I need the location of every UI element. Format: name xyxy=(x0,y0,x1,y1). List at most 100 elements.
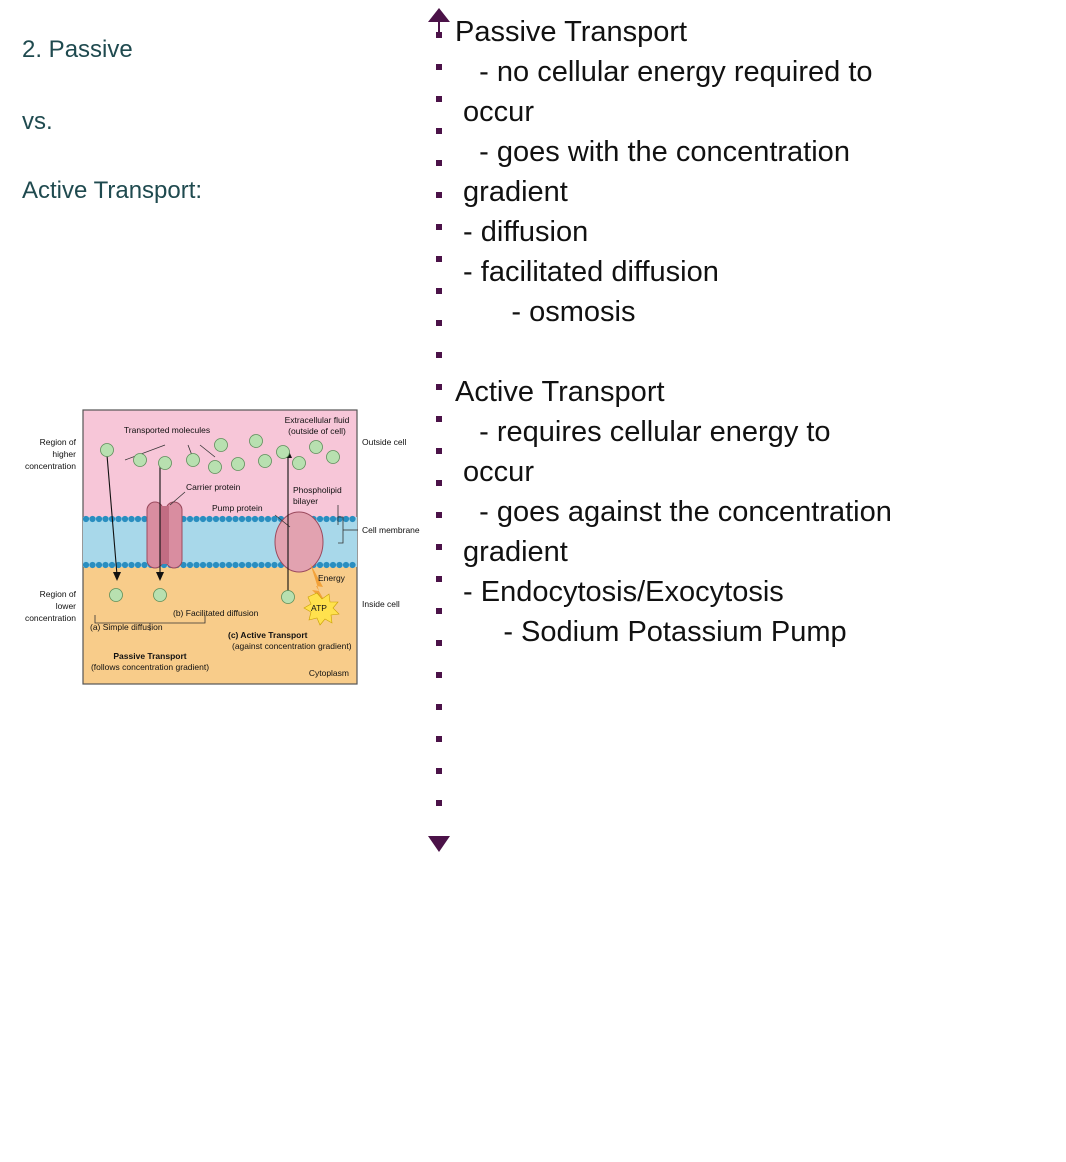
label-region-higher: Region of xyxy=(40,437,77,447)
phospholipid-head xyxy=(212,515,220,523)
phospholipid-head xyxy=(134,515,142,523)
phospholipid-head xyxy=(271,561,278,569)
phospholipid-head xyxy=(225,515,233,523)
molecule xyxy=(249,434,263,448)
text-line: - Endocytosis/Exocytosis xyxy=(455,576,784,608)
phospholipid-head xyxy=(238,561,246,569)
label-extracellular-fluid-sub: (outside of cell) xyxy=(288,426,346,436)
molecule xyxy=(276,445,290,459)
text-line: - goes with the concentration xyxy=(455,136,850,168)
phospholipid-head xyxy=(245,515,252,523)
phospholipid-head xyxy=(186,515,194,523)
text-line: Passive Transport xyxy=(455,16,688,48)
phospholipid-head xyxy=(115,561,122,569)
transported-molecules xyxy=(100,434,340,604)
title-passive: 2. Passive xyxy=(22,36,133,63)
divider-dot xyxy=(436,480,442,486)
molecule xyxy=(281,590,295,604)
label-phospholipid: bilayer xyxy=(293,496,318,506)
divider-dot xyxy=(436,416,442,422)
arrow-up-icon xyxy=(428,8,450,22)
phospholipid-head xyxy=(121,515,129,523)
divider-dot xyxy=(436,800,442,806)
phospholipid-head xyxy=(258,515,265,523)
text-line: - osmosis xyxy=(455,296,636,328)
text-line xyxy=(455,332,1055,372)
phospholipid-head xyxy=(89,515,96,523)
molecule xyxy=(186,453,200,467)
molecule xyxy=(208,460,222,474)
label-extracellular-fluid: Extracellular fluid xyxy=(285,415,350,425)
molecule xyxy=(292,456,306,470)
energy-bolt-icon xyxy=(310,563,327,605)
divider-dot xyxy=(436,128,442,134)
phospholipid-head xyxy=(271,515,278,523)
divider-dot xyxy=(436,32,442,38)
divider-dot xyxy=(436,576,442,582)
label-pump-protein: Pump protein xyxy=(212,503,263,513)
molecule xyxy=(109,588,123,602)
divider-dot xyxy=(436,384,442,390)
text-line: occur xyxy=(455,96,534,128)
phospholipid-head xyxy=(89,561,96,569)
text-line: Active Transport xyxy=(455,376,665,408)
phospholipid-head xyxy=(232,561,239,569)
membrane-transport-diagram: Transported molecules Extracellular flui… xyxy=(25,409,420,685)
phospholipid-head xyxy=(251,515,259,523)
phospholipid-head xyxy=(212,561,220,569)
molecule xyxy=(326,450,340,464)
label-region-lower: Region of xyxy=(40,589,77,599)
phospholipid-head xyxy=(251,561,259,569)
molecule xyxy=(309,440,323,454)
atp-burst-icon xyxy=(303,592,340,626)
phospholipid-head xyxy=(180,561,187,569)
text-line: occur xyxy=(455,456,534,488)
label-cytoplasm: Cytoplasm xyxy=(309,668,349,678)
phospholipid-head xyxy=(121,561,129,569)
divider-dot xyxy=(436,448,442,454)
phospholipid-head xyxy=(82,561,90,569)
divider-dot xyxy=(436,736,442,742)
divider-dot xyxy=(436,640,442,646)
phospholipid-head xyxy=(128,515,135,523)
label-outside-cell: Outside cell xyxy=(362,437,407,447)
phospholipid-head xyxy=(128,561,135,569)
label-active-transport-sub: (against concentration gradient) xyxy=(232,641,352,651)
divider-dots xyxy=(436,32,442,806)
phospholipid-head xyxy=(232,515,239,523)
divider-dot xyxy=(436,768,442,774)
phospholipid-head xyxy=(199,561,207,569)
phospholipid-head xyxy=(141,515,148,523)
phospholipid-head xyxy=(206,515,213,523)
text-line: - facilitated diffusion xyxy=(455,256,719,288)
phospholipid-head xyxy=(108,561,116,569)
label-energy: Energy xyxy=(318,573,346,583)
divider-dot xyxy=(436,64,442,70)
phospholipid-head xyxy=(219,515,226,523)
title-active-transport: Active Transport: xyxy=(22,177,203,204)
label-transported-molecules: Transported molecules xyxy=(124,425,210,435)
extracellular-region xyxy=(83,410,357,535)
title-vs: vs. xyxy=(22,108,53,135)
label-region-higher: concentration xyxy=(25,461,76,471)
phospholipid-head xyxy=(342,561,350,569)
phospholipid-head xyxy=(264,515,272,523)
divider-arrow xyxy=(428,8,450,852)
label-carrier-protein: Carrier protein xyxy=(186,482,241,492)
molecule xyxy=(133,453,147,467)
phospholipid-head xyxy=(225,561,233,569)
phospholipid-head xyxy=(186,561,194,569)
divider-dot xyxy=(436,160,442,166)
phospholipid-head xyxy=(323,561,330,569)
phospholipid-head xyxy=(193,561,200,569)
arrow-down-icon xyxy=(428,836,450,852)
phospholipid-head xyxy=(258,561,265,569)
phospholipid-head xyxy=(82,515,90,523)
phospholipid-head xyxy=(102,561,109,569)
molecule xyxy=(231,457,245,471)
phospholipid-head xyxy=(245,561,252,569)
divider-dot xyxy=(436,704,442,710)
molecule xyxy=(258,454,272,468)
divider-dot xyxy=(436,672,442,678)
divider-dot xyxy=(436,256,442,262)
